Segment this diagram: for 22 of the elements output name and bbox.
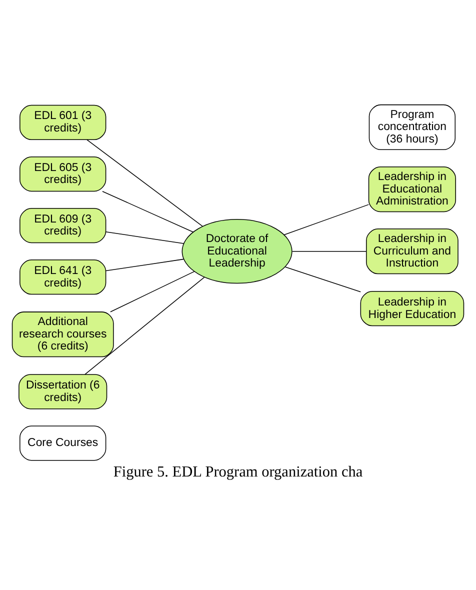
connector bbox=[110, 271, 195, 312]
node-box: EDL 601 (3 credits) bbox=[20, 104, 106, 140]
connector bbox=[284, 266, 361, 292]
node-box: EDL 605 (3 credits) bbox=[20, 156, 106, 192]
node-box: Leadership in Educational Administration bbox=[368, 166, 456, 212]
connector bbox=[84, 276, 205, 375]
node-box: Leadership in Higher Education bbox=[360, 291, 464, 326]
node-box: Dissertation (6 credits) bbox=[18, 374, 108, 410]
caption: Figure 5. EDL Program organization cha bbox=[113, 463, 363, 480]
node-box: Additional research courses (6 credits) bbox=[12, 312, 114, 358]
connector bbox=[106, 231, 184, 244]
node-box: EDL 641 (3 credits) bbox=[20, 260, 106, 295]
node-box: Core Courses bbox=[20, 426, 106, 461]
connector bbox=[86, 139, 203, 227]
connector bbox=[284, 204, 369, 236]
node-ellipse: Doctorate of Educational Leadership bbox=[182, 219, 292, 284]
connector bbox=[102, 190, 194, 233]
connector bbox=[292, 250, 366, 252]
node-box: Program concentration (36 hours) bbox=[368, 104, 456, 150]
node-box: Leadership in Curriculum and Instruction bbox=[366, 228, 458, 274]
node-box: EDL 609 (3 credits) bbox=[20, 208, 106, 244]
connector bbox=[106, 258, 184, 272]
